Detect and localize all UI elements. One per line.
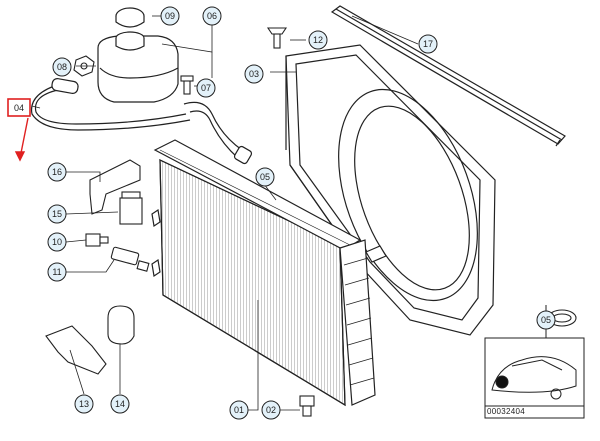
svg-text:05: 05 (260, 172, 270, 182)
callout-03[interactable]: 03 (244, 64, 264, 84)
highlight-arrow (14, 117, 29, 162)
svg-text:04: 04 (14, 103, 24, 113)
svg-text:06: 06 (207, 11, 217, 21)
svg-text:09: 09 (165, 11, 175, 21)
svg-text:11: 11 (52, 267, 61, 277)
callout-10[interactable]: 10 (47, 232, 67, 252)
callout-17[interactable]: 17 (418, 34, 438, 54)
callout-04[interactable]: 04 (7, 98, 31, 117)
callout-05-inset[interactable]: 05 (536, 310, 556, 330)
svg-text:10: 10 (52, 237, 62, 247)
svg-text:13: 13 (79, 399, 89, 409)
svg-text:12: 12 (313, 35, 323, 45)
callout-16[interactable]: 16 (47, 162, 67, 182)
callout-14[interactable]: 14 (110, 394, 130, 414)
callout-09[interactable]: 09 (160, 6, 180, 26)
callout-11[interactable]: 11 (47, 262, 67, 282)
callout-08[interactable]: 08 (52, 57, 72, 77)
diagram-code: 00032404 (487, 407, 525, 416)
hose (30, 78, 253, 165)
svg-text:16: 16 (52, 167, 62, 177)
callout-15[interactable]: 15 (47, 204, 67, 224)
svg-text:07: 07 (201, 83, 211, 93)
callout-01[interactable]: 01 (229, 400, 249, 420)
fan-shroud (285, 44, 496, 336)
callouts: 01 02 03 04 05 05 06 07 (7, 6, 556, 420)
expansion-tank (97, 7, 179, 103)
radiator (151, 139, 387, 407)
leader-lines (31, 15, 419, 411)
callout-05[interactable]: 05 (255, 167, 275, 187)
svg-text:08: 08 (57, 62, 67, 72)
callout-12[interactable]: 12 (308, 30, 328, 50)
seal-strip (330, 5, 566, 147)
vehicle-inset (484, 305, 585, 419)
callout-07[interactable]: 07 (196, 78, 216, 98)
callout-13[interactable]: 13 (74, 394, 94, 414)
svg-text:01: 01 (234, 405, 244, 415)
callout-06[interactable]: 06 (202, 6, 222, 26)
svg-text:17: 17 (423, 39, 433, 49)
svg-text:14: 14 (115, 399, 125, 409)
callout-02[interactable]: 02 (261, 400, 281, 420)
svg-text:02: 02 (266, 405, 276, 415)
svg-text:05: 05 (541, 315, 551, 325)
svg-text:15: 15 (52, 209, 62, 219)
svg-text:03: 03 (249, 69, 259, 79)
